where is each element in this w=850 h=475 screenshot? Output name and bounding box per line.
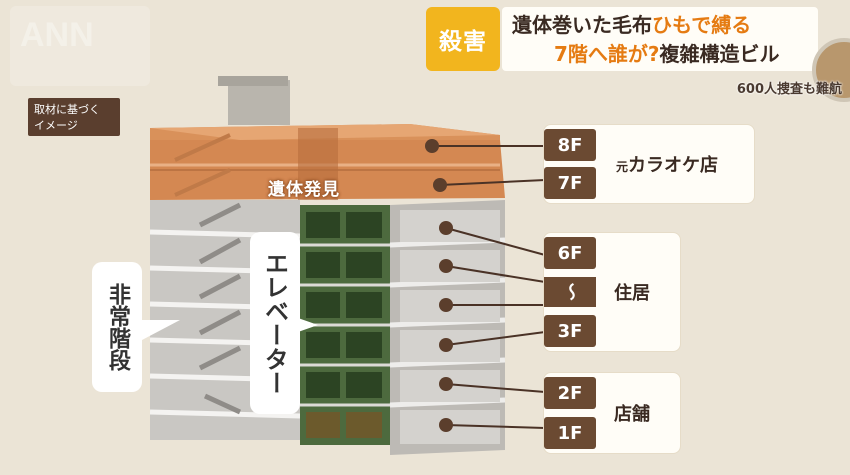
body-found-label: 遺体発見 bbox=[268, 180, 340, 200]
floor-group-karaoke-name: 元カラオケ店 bbox=[616, 151, 718, 177]
floor-badge-6f: 6F bbox=[544, 237, 596, 269]
headline-line-2-b: 複雑構造ビル bbox=[659, 42, 780, 66]
headline-text: 遺体巻いた毛布ひもで縛る 7階へ誰が?複雑構造ビル bbox=[502, 7, 818, 71]
floor-group-shops: 2F 1F 店舗 bbox=[543, 372, 681, 454]
floor-badge-3f: 3F bbox=[544, 315, 596, 347]
floor-group-karaoke: 8F 7F 元カラオケ店 bbox=[543, 124, 755, 204]
svg-text:ANN: ANN bbox=[20, 16, 94, 54]
elevator-label: エレベーター bbox=[250, 232, 300, 414]
floor-badge-8f: 8F bbox=[544, 129, 596, 161]
channel-logo: ANN bbox=[10, 6, 150, 86]
floor-badge-2f: 2F bbox=[544, 377, 596, 409]
headline-banner: 殺害 遺体巻いた毛布ひもで縛る 7階へ誰が?複雑構造ビル bbox=[426, 7, 846, 71]
category-tag: 殺害 bbox=[426, 7, 500, 71]
headline-line-2: 7階へ誰が?複雑構造ビル bbox=[554, 39, 780, 69]
floor-badge-7f: 7F bbox=[544, 167, 596, 199]
floor-badge-1f: 1F bbox=[544, 417, 596, 449]
headline-line-1: 遺体巻いた毛布ひもで縛る bbox=[512, 10, 751, 40]
karaoke-label: カラオケ店 bbox=[628, 155, 719, 176]
headline-line-2-a: 7階へ誰が? bbox=[554, 42, 660, 66]
headline-line-1-b: ひもで縛る bbox=[652, 13, 752, 37]
sub-caption: 600人捜査も難航 bbox=[736, 82, 842, 97]
shops-label: 店舗 bbox=[614, 404, 650, 425]
image-note: 取材に基づく イメージ bbox=[28, 98, 120, 136]
emergency-stairs-label: 非常階段 bbox=[92, 262, 142, 392]
image-note-line-2: イメージ bbox=[34, 119, 78, 132]
residence-label: 住居 bbox=[614, 283, 650, 304]
floor-range-tilde: 〜 bbox=[544, 277, 596, 307]
headline-line-1-a: 遺体巻いた毛布 bbox=[512, 13, 652, 37]
floor-group-residence: 6F 〜 3F 住居 bbox=[543, 232, 681, 352]
image-note-line-1: 取材に基づく bbox=[34, 103, 100, 116]
former-prefix: 元 bbox=[616, 160, 629, 174]
